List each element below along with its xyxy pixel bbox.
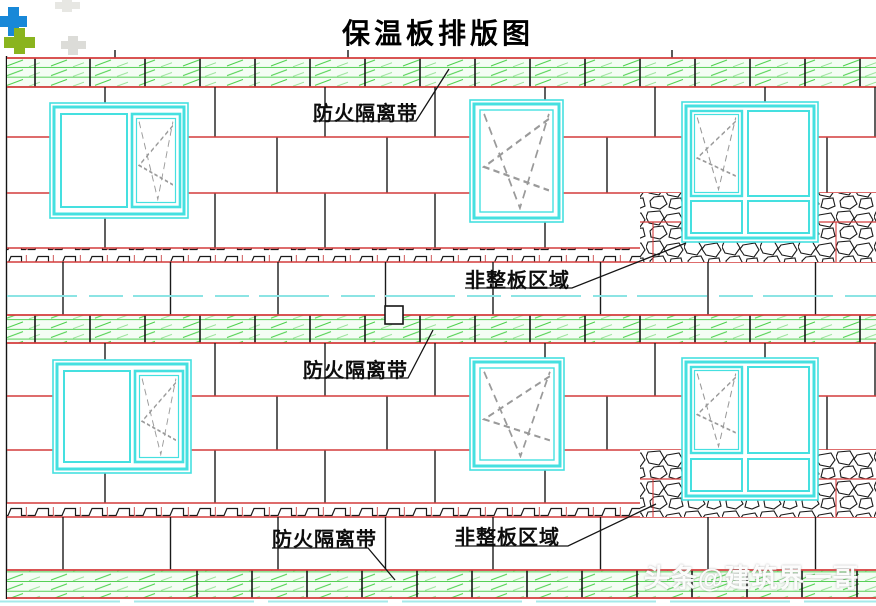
drawing-border bbox=[5, 50, 673, 599]
window-middle-bottom bbox=[469, 357, 565, 471]
logo-plus-green-icon bbox=[4, 28, 35, 54]
page-title: 保温板排版图 bbox=[341, 17, 534, 50]
label-non-full-board-top: 非整板区域 bbox=[465, 270, 570, 292]
window-middle-top bbox=[469, 99, 564, 223]
non-full-board-region-top bbox=[640, 193, 876, 262]
spandrel-band-top bbox=[7, 262, 876, 315]
non-full-board-region-bottom bbox=[640, 450, 876, 517]
leader-lines bbox=[272, 68, 687, 581]
window-left-top bbox=[49, 102, 189, 219]
site-logo bbox=[0, 0, 86, 55]
window-right-top bbox=[681, 101, 819, 243]
fire-barrier-band-middle bbox=[7, 314, 876, 344]
square-marker bbox=[384, 305, 404, 325]
window-right-bottom bbox=[681, 357, 819, 501]
watermark-text: 头条@建筑界一哥 bbox=[644, 563, 860, 593]
window-left-bottom bbox=[52, 359, 192, 474]
logo-plus-gray-icon bbox=[55, 0, 80, 12]
label-fire-barrier-top: 防火隔离带 bbox=[313, 103, 418, 125]
fire-barrier-band-top bbox=[7, 57, 876, 88]
logo-plus-blue-icon bbox=[0, 7, 27, 36]
label-fire-barrier-bottom: 防火隔离带 bbox=[272, 529, 377, 551]
label-non-full-board-bottom: 非整板区域 bbox=[455, 527, 560, 549]
label-fire-barrier-middle: 防火隔离带 bbox=[303, 360, 408, 382]
fire-barrier-band-bottom bbox=[7, 569, 876, 599]
logo-plus-gray2-icon bbox=[61, 36, 86, 55]
spandrel-band-bottom bbox=[7, 517, 876, 570]
